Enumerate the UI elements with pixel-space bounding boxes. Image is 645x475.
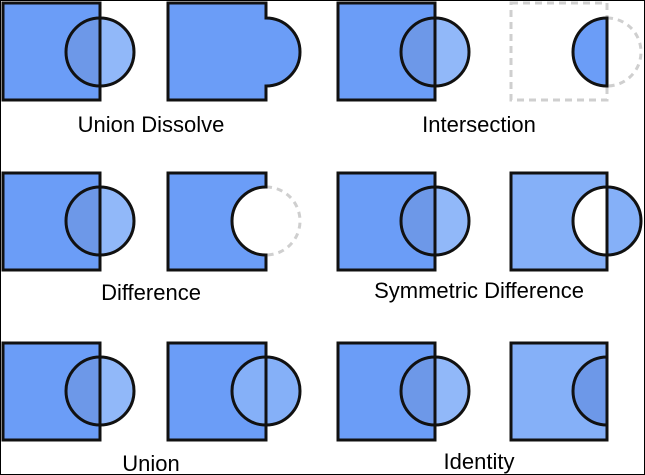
label-symmetric-difference: Symmetric Difference xyxy=(374,278,584,303)
symmetric-difference-input xyxy=(336,171,471,272)
overlap-region xyxy=(66,357,100,425)
overlap-region xyxy=(401,18,435,86)
label-union-dissolve: Union Dissolve xyxy=(78,112,225,137)
overlap-region xyxy=(66,18,100,86)
difference-input xyxy=(1,171,136,272)
overlap-region xyxy=(66,187,100,255)
split-half xyxy=(573,357,607,425)
overlap-region xyxy=(401,187,435,255)
symmetric-difference-result xyxy=(509,171,643,272)
ghost-circle-arc xyxy=(265,185,302,257)
difference-result xyxy=(166,171,302,272)
union-dissolve-input xyxy=(1,1,136,102)
identity-input xyxy=(336,341,471,442)
overlap-region xyxy=(401,357,435,425)
intersection-result xyxy=(509,1,643,102)
identity-result xyxy=(509,341,609,442)
label-union: Union xyxy=(122,451,179,475)
label-identity: Identity xyxy=(444,449,515,474)
intersection-input xyxy=(336,1,471,102)
label-difference: Difference xyxy=(101,280,201,305)
label-intersection: Intersection xyxy=(422,112,536,137)
union-result xyxy=(166,341,302,442)
union-input xyxy=(1,341,136,442)
intersection-shape xyxy=(571,16,609,88)
difference-shape xyxy=(166,171,268,272)
union-dissolve-result xyxy=(166,1,302,102)
ghost-circle-arc xyxy=(606,16,643,88)
split-arc xyxy=(571,355,608,427)
removed-overlap xyxy=(573,187,607,255)
